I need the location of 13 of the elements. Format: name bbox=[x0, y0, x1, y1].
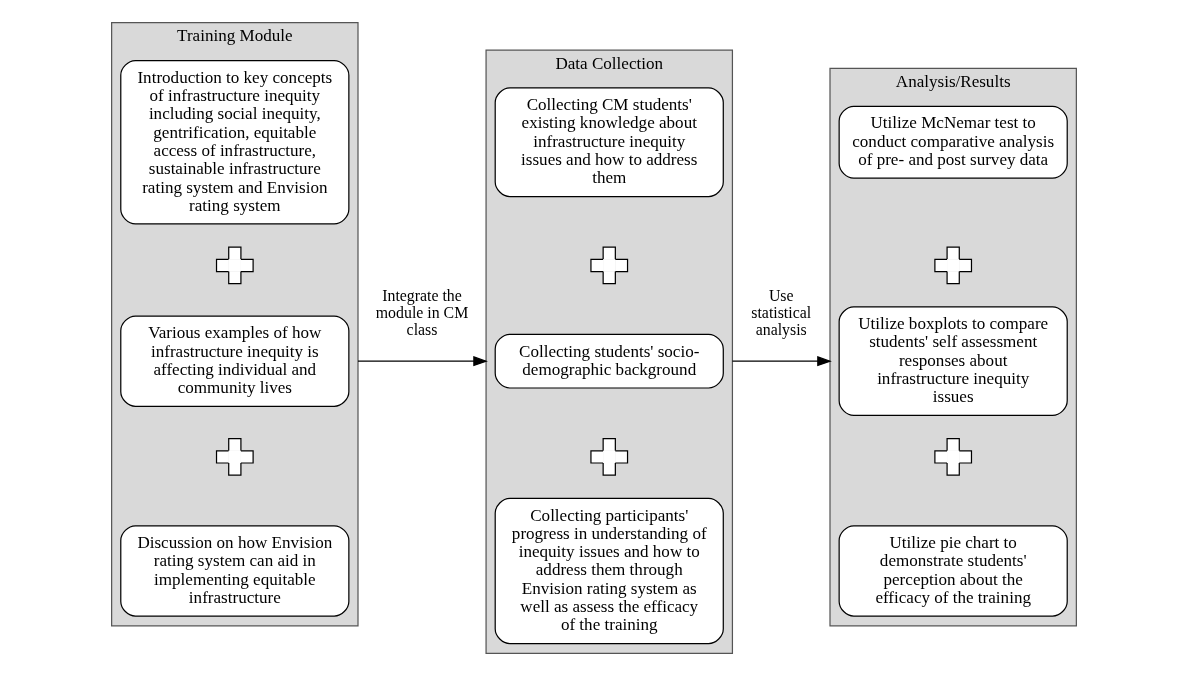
node-box: Introduction to key concepts of infrastructure inequity including social inequity, gentrification, equitable access of infrastructure, sustainable infrastructure rating system and Envision rating system bbox=[120, 59, 350, 225]
node-box: Collecting participants' progress in understanding of inequity issues and how to address them through Envision rating system as well as assess the efficacy of the training bbox=[494, 497, 724, 645]
node-box: Collecting CM students' existing knowledge about infrastructure inequity issues and how to address them bbox=[494, 87, 724, 198]
node-box: Various examples of how infrastructure inequity is affecting individual and community lives bbox=[120, 315, 350, 407]
arrow bbox=[731, 356, 832, 367]
arrow bbox=[357, 356, 488, 367]
node-box: Utilize boxplots to compare students' self assessment responses about infrastructure inequity issues bbox=[838, 306, 1068, 417]
node-box: Utilize pie chart to demonstrate students' perception about the efficacy of the training bbox=[838, 525, 1068, 617]
node-box: Collecting students' socio-demographic background bbox=[494, 333, 724, 389]
node-box: Discussion on how Envision rating system can aid in implementing equitable infrastructure bbox=[120, 525, 350, 617]
edge-label: Integrate the module in CM class bbox=[375, 286, 469, 338]
node-box: Utilize McNemar test to conduct comparative analysis of pre- and post survey data bbox=[838, 105, 1068, 179]
edge-label: Use statistical analysis bbox=[751, 286, 812, 338]
